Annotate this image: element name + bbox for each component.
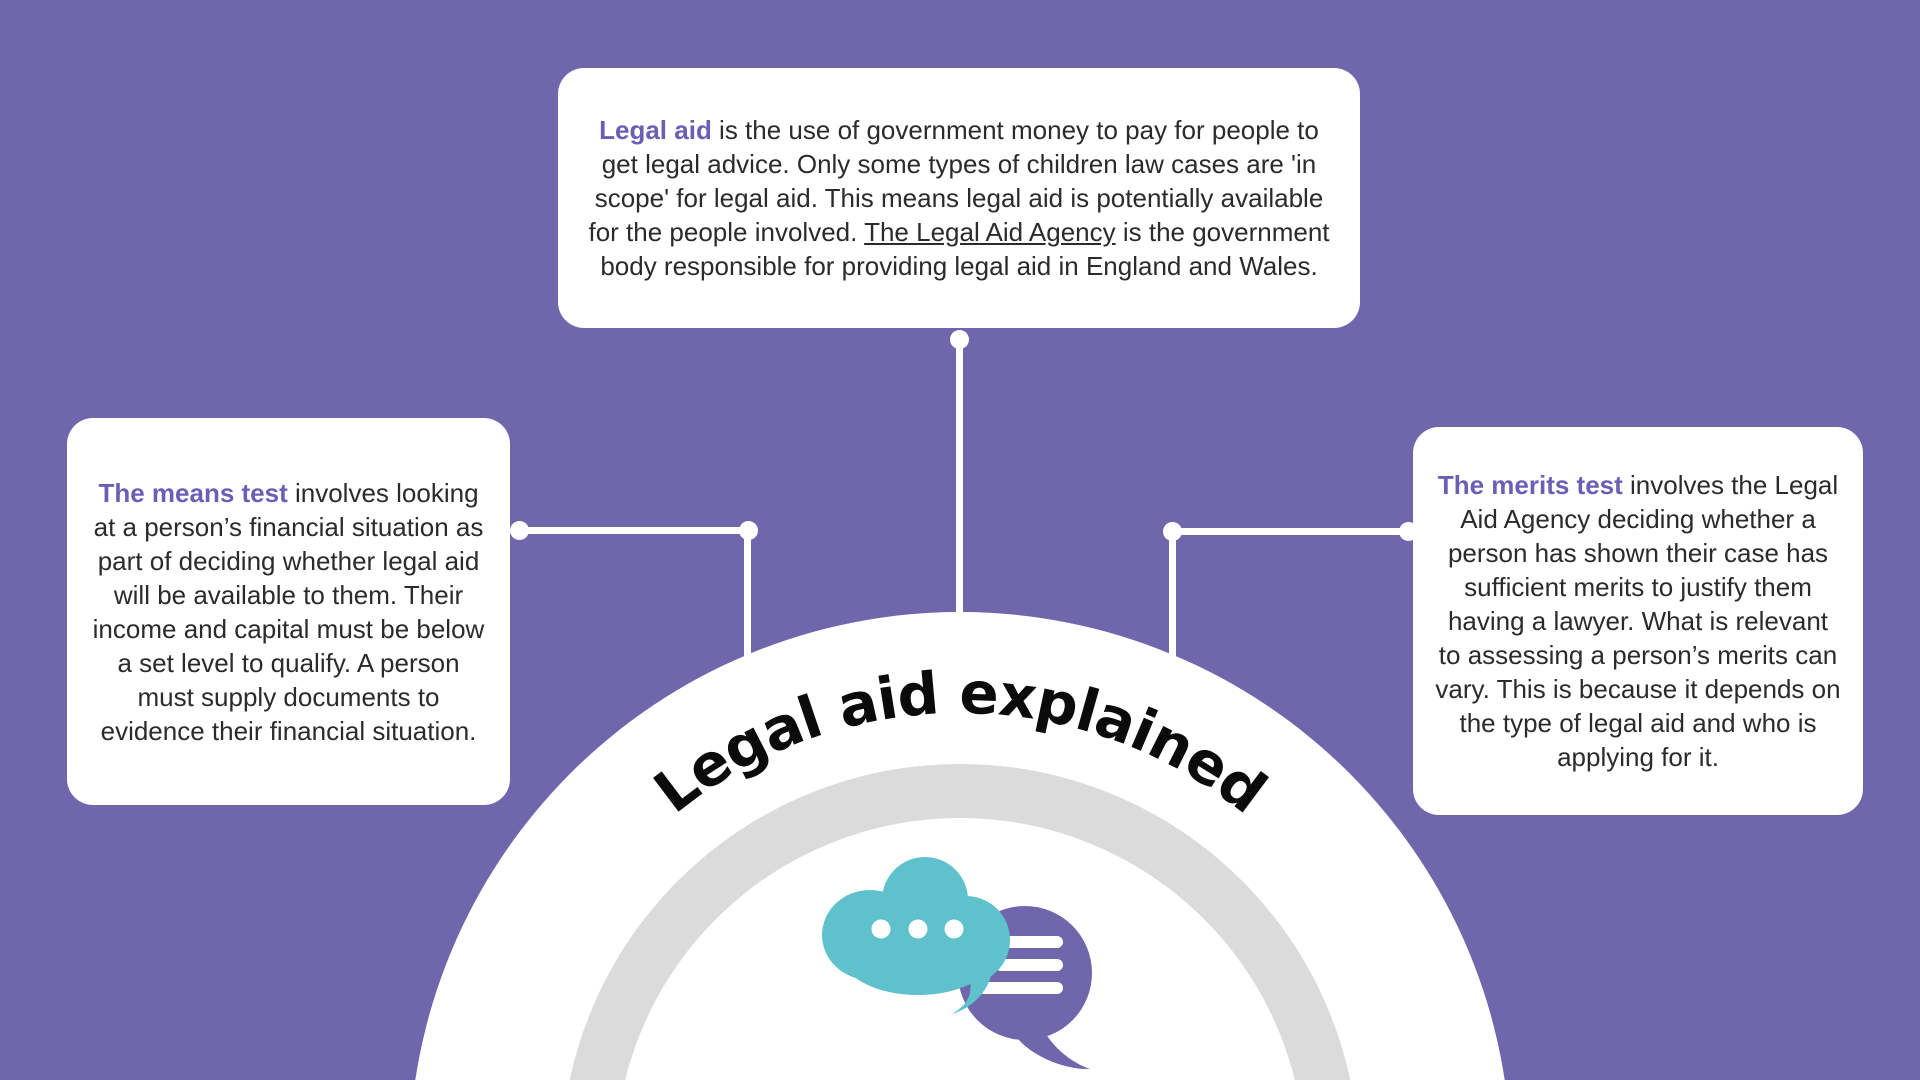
text-segment-accent: The means test xyxy=(98,477,288,508)
speech-bubbles-icon xyxy=(822,857,1092,1070)
bubble-dot xyxy=(871,919,891,939)
bubble-dot xyxy=(908,919,928,939)
connector-dot-top xyxy=(950,330,969,349)
merits-test-text: The merits test involves the Legal Aid A… xyxy=(1435,468,1841,774)
text-segment-accent: Legal aid xyxy=(599,115,712,145)
connector-line-left-vertical xyxy=(744,530,751,670)
text-segment-accent: The merits test xyxy=(1437,470,1623,500)
means-test-card: The means test involves looking at a per… xyxy=(67,418,510,805)
connector-line-top-vertical xyxy=(956,339,963,617)
text-segment-underline: The Legal Aid Agency xyxy=(864,217,1116,247)
text-segment-normal: involves the Legal Aid Agency deciding w… xyxy=(1435,470,1841,772)
text-segment-normal: involves looking at a person’s financial… xyxy=(92,477,485,746)
text-segment-normal: is the use of government money to pay fo… xyxy=(588,115,1324,247)
connector-line-right-horizontal xyxy=(1172,528,1408,535)
teal-speech-bubble xyxy=(822,857,1010,1014)
bubble-dot xyxy=(944,919,964,939)
connector-line-left-horizontal xyxy=(515,527,748,534)
bubble-text-line xyxy=(978,982,1063,994)
bubble-text-line xyxy=(995,936,1063,948)
legal-aid-definition-card: Legal aid is the use of government money… xyxy=(558,68,1360,328)
connector-line-right-vertical xyxy=(1169,531,1176,671)
bubble-text-line xyxy=(995,959,1063,971)
connector-dot-left-inner xyxy=(739,521,758,540)
connector-dot-left-outer xyxy=(510,521,529,540)
merits-test-card: The merits test involves the Legal Aid A… xyxy=(1413,427,1863,815)
legal-aid-definition-text: Legal aid is the use of government money… xyxy=(584,113,1334,283)
means-test-text: The means test involves looking at a per… xyxy=(89,476,488,748)
text-segment-normal: is the government body responsible for p… xyxy=(600,217,1330,281)
connector-dot-right-inner xyxy=(1163,522,1182,541)
